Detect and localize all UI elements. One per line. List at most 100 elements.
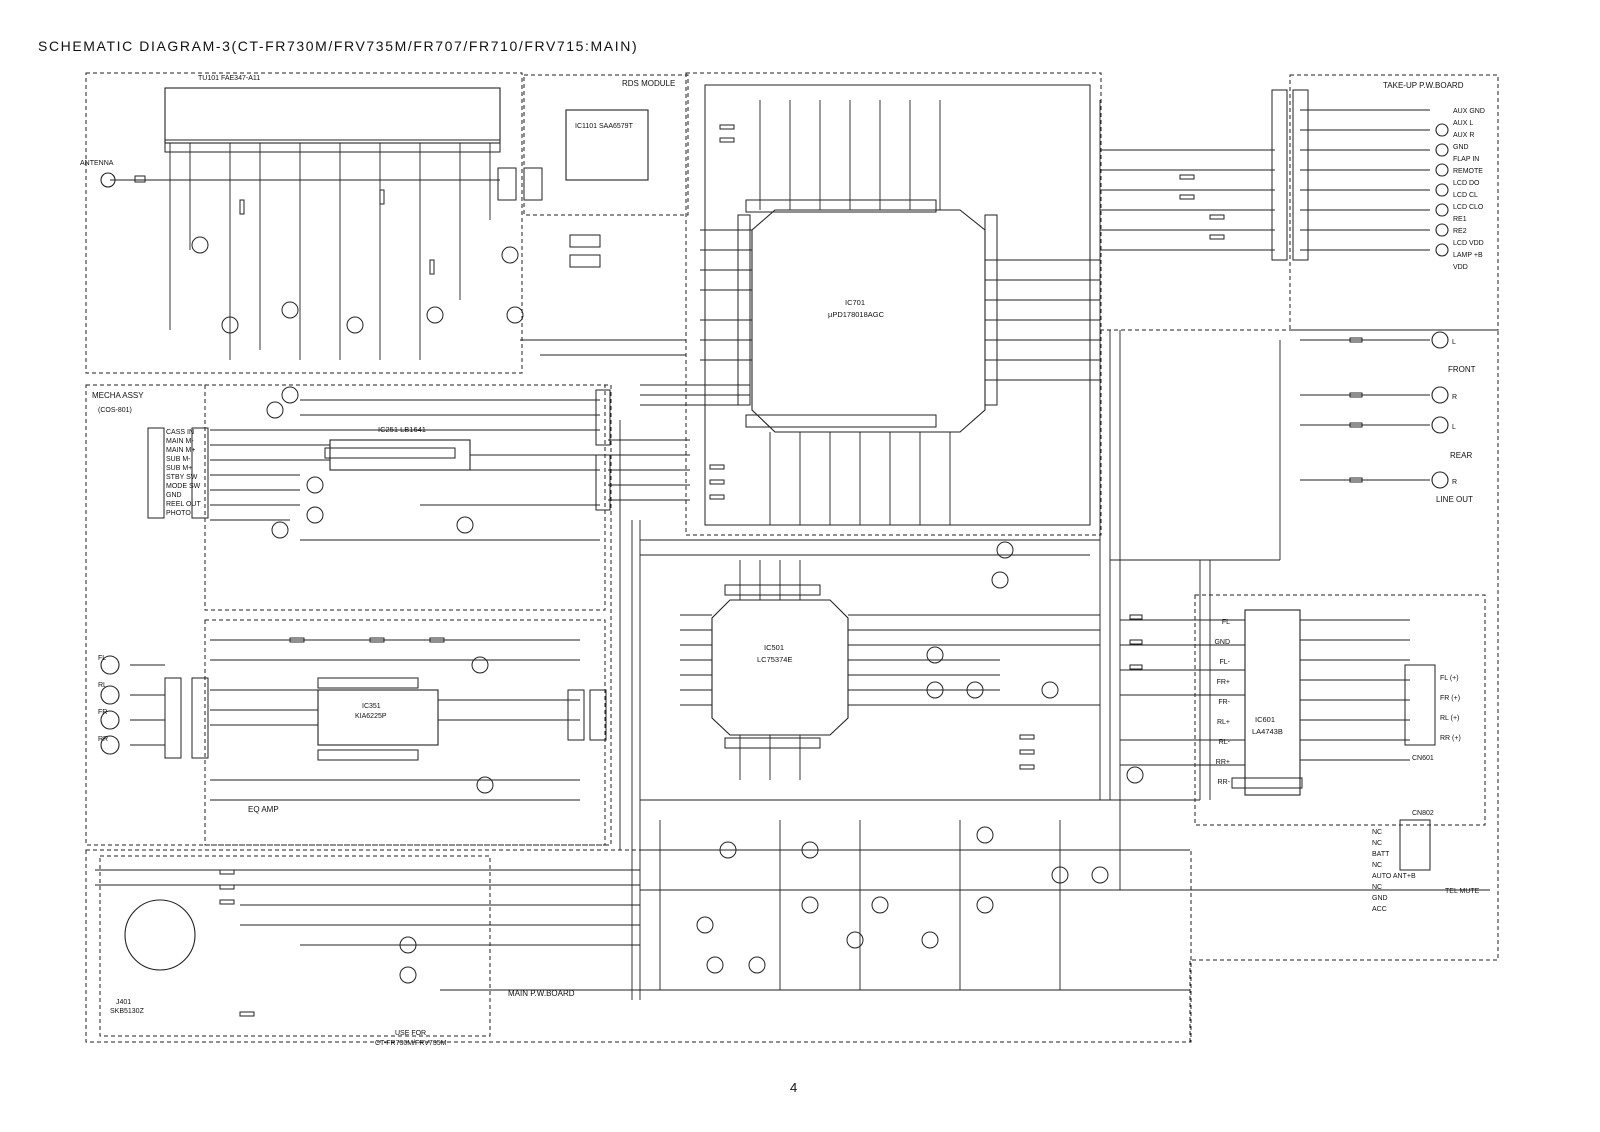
ic601-bottom-pins [1231,777,1303,789]
ic701-part-label: µPD178018AGC [828,310,885,319]
eq-out-conn-b [589,689,607,741]
cn802-pin-label: BATT [1372,851,1390,858]
connectors [147,89,1436,871]
mecha-pin-label: MAIN M- [166,438,194,445]
takeup-pin-label: REMOTE [1453,168,1483,175]
takeup-pin-label: AUX GND [1453,108,1485,115]
j401-part-label: SKB5130Z [110,1008,145,1015]
ic501-bottom-pins [724,737,821,749]
ic351-body [317,689,439,746]
speaker-rl-jack [100,685,120,705]
ic601-left-pin-label: RR+ [1216,759,1230,766]
ic501-body [711,599,849,736]
ic501-top-pins [724,584,821,596]
ic251-body [329,439,471,471]
eq-in-conn-b [191,677,209,759]
mecha-plug [147,427,165,519]
line-out-label: LINE OUT [1436,495,1473,504]
mecha-pin-label: SUB M- [166,456,191,463]
ic351-part-label: KIA6225P [355,713,387,720]
ic601-right-pin-label: RR (+) [1440,735,1461,742]
eq-amp-frame [204,619,606,846]
cn601-box [1404,664,1436,746]
takeup-pin-label: AUX R [1453,132,1474,139]
microcomputer-block-frame [685,72,1102,536]
front-l-jack [1431,331,1449,349]
cn802-pin-label: AUTO ANT+B [1372,873,1416,880]
ic601-part-label: LA4743B [1252,727,1283,736]
ic701-inner-frame [704,84,1091,526]
cn802-pin-label: NC [1372,840,1382,847]
mecha-block-frame [85,384,612,846]
mecha-pin-label: CASS IN [166,429,194,436]
mecha-pin-label: STBY SW [166,474,198,481]
takeup-pin-label: LCD CL [1453,192,1478,199]
ic501-label: IC501 [764,643,784,652]
antenna-label: ANTENNA [80,160,114,167]
rear-r-jack [1431,471,1449,489]
ic601-body [1244,609,1301,796]
front-r-jack [1431,386,1449,404]
ic351-top-pins [317,677,419,689]
tuner-body [164,87,501,144]
cn802-pin-label: ACC [1372,906,1387,913]
rds-in-connector [523,167,543,201]
rds-conn-a [569,234,601,248]
mecha-pin-label: MAIN M+ [166,447,195,454]
power-amp-frame [1194,594,1486,826]
ic501-part-label: LC75374E [757,655,792,664]
ic601-left-pin-label: RL+ [1217,719,1230,726]
ic1101-label: IC1101 SAA6579T [575,123,634,130]
rds-module-label: RDS MODULE [622,79,675,88]
page-title: SCHEMATIC DIAGRAM-3(CT-FR730M/FRV735M/FR… [38,38,639,54]
right-boundary [1100,329,1499,1042]
takeup-label: TAKE-UP P.W.BOARD [1383,81,1464,90]
j401-label: J401 [116,999,131,1006]
ic601-label: IC601 [1255,715,1275,724]
ic601-left-pin-label: RR- [1218,779,1231,786]
ic351-bottom-pins [317,749,419,761]
eq-amp-label: EQ AMP [248,805,279,814]
eq-in-conn-a [164,677,182,759]
cn802-pin-label: NC [1372,884,1382,891]
wiring [95,100,1490,1000]
tuner-pin-row [164,139,501,153]
ic601-left-pin-label: FL [1222,619,1230,626]
ic701-right-pins [984,214,998,406]
din-jack [124,899,196,971]
cn802-pin-label: GND [1372,895,1388,902]
block-frames [85,72,1499,1043]
ic351-label: IC351 [362,703,381,710]
speaker-fl-jack [100,655,120,675]
cn601-label: CN601 [1412,755,1434,762]
speaker-pin-label: RL [98,682,107,689]
ic601-left-pin-label: RL- [1219,739,1231,746]
rear-l-jack [1431,416,1449,434]
din-jack-frame [99,855,491,1037]
ic701-bottom-pins [745,414,937,428]
mecha-pin-label: PHOTO [166,510,191,517]
cn1402 [1271,89,1288,261]
rear-l-label: L [1452,424,1456,431]
takeup-pin-label: RE2 [1453,228,1467,235]
mecha-pin-label: MODE SW [166,483,201,490]
mecha-pin-label: GND [166,492,182,499]
speaker-fr-jack [100,710,120,730]
cn502 [595,454,611,511]
use-for-models-label: CT-FR730M/FRV735M [375,1040,447,1047]
front-r-label: R [1452,394,1457,401]
takeup-pin-label: LCD CLO [1453,204,1484,211]
main-board-label: MAIN P.W.BOARD [508,989,575,998]
integrated-circuits [164,87,1301,796]
takeup-pin-label: GND [1453,144,1469,151]
ic251-pins [324,447,456,459]
speaker-pin-label: FR [98,709,107,716]
ic601-right-pin-labels: FL (+)FR (+)RL (+)RR (+) [1440,675,1461,742]
takeup-pin-label: LCD DO [1453,180,1480,187]
passive-components [134,124,1363,1017]
